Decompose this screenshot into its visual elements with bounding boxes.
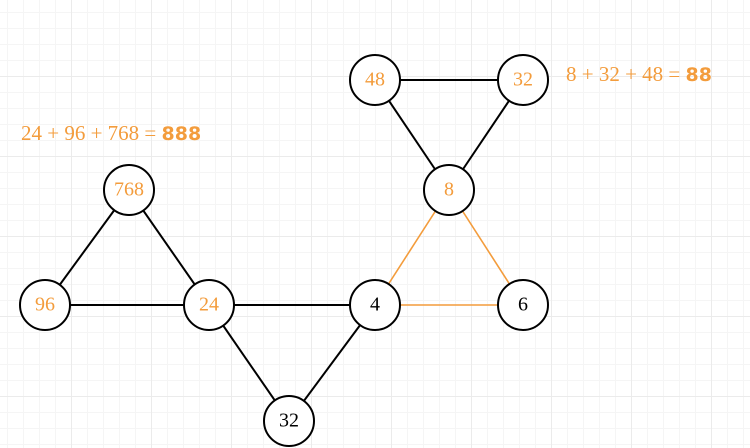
node-n32t: 32 [497,54,549,106]
node-n8: 8 [423,164,475,216]
sum-left: 24 + 96 + 768 = 888 [21,121,201,146]
node-circle [19,279,71,331]
node-circle [263,395,315,447]
node-label: 768 [114,179,144,201]
node-circle [103,164,155,216]
node-n48: 48 [349,54,401,106]
sum-right-expression: 8 + 32 + 48 = [566,62,681,86]
node-n24: 24 [183,279,235,331]
node-label: 96 [35,294,55,316]
sum-right: 8 + 32 + 48 = 88 [566,62,712,87]
node-label: 32 [513,69,533,91]
node-circle [423,164,475,216]
node-n4: 4 [349,279,401,331]
node-n6: 6 [497,279,549,331]
node-label: 8 [444,179,454,201]
node-circle [183,279,235,331]
node-label: 48 [365,69,385,91]
node-label: 24 [199,294,219,316]
sum-right-total: 88 [685,64,712,86]
node-label: 6 [518,294,528,316]
sum-left-total: 888 [161,123,202,145]
sum-left-expression: 24 + 96 + 768 = [21,121,157,145]
node-circle [349,54,401,106]
node-n768: 768 [103,164,155,216]
node-label: 32 [279,410,299,432]
node-n96: 96 [19,279,71,331]
node-circle [497,54,549,106]
node-label: 4 [370,294,380,316]
node-n32b: 32 [263,395,315,447]
node-circle [349,279,401,331]
node-circle [497,279,549,331]
